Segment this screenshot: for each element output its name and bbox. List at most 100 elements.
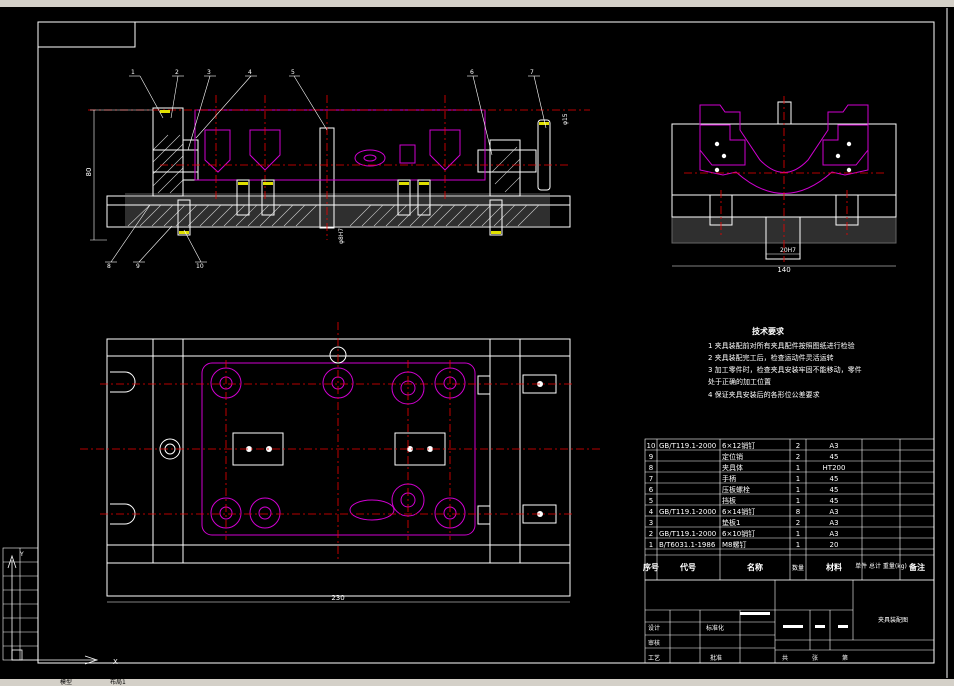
side-view	[671, 96, 897, 267]
bom-cell-qty: 2	[796, 453, 800, 461]
bom-cell-mat: 45	[830, 486, 839, 494]
bom-cell-code: GB/T119.1-2000	[659, 508, 716, 516]
ucs-y-label: Y	[19, 551, 24, 558]
notes-title: 技术要求	[752, 326, 785, 336]
plan-view	[80, 322, 600, 603]
bom-cell-no: 4	[649, 508, 654, 516]
tb-designer: 设计	[648, 624, 660, 632]
bom-cell-no: 7	[649, 475, 653, 483]
top-toolbar	[0, 0, 954, 7]
bom-cell-name: 定位销	[722, 452, 743, 461]
drawing-name: 夹具装配图	[878, 616, 908, 624]
bom-cell-name: 6×12销钉	[722, 441, 755, 450]
balloon-8: 8	[107, 263, 111, 270]
bom-cell-name: 手柄	[722, 474, 736, 483]
note-4: 4 保证夹具安装后的各形位公差要求	[708, 390, 820, 399]
status-bar: 模型 布局1	[0, 679, 954, 686]
bom-cell-mat: 45	[830, 475, 839, 483]
bom-cell-mat: A3	[829, 508, 838, 516]
tab-model[interactable]: 模型	[60, 679, 73, 686]
bom-cell-no: 2	[649, 530, 653, 538]
bom-cell-no: 5	[649, 497, 653, 505]
balloon-4: 4	[248, 69, 252, 76]
technical-notes: 技术要求 1 夹具装配前对所有夹具配件按照图纸进行检验 2 夹具装配完工后，检查…	[708, 326, 862, 399]
bom-head-name: 名称	[747, 562, 763, 572]
bom-cell-code: GB/T119.1-2000	[659, 530, 716, 538]
bom-cell-qty: 1	[796, 541, 800, 549]
balloon-leaders	[105, 75, 547, 263]
bom-cell-qty: 1	[796, 464, 800, 472]
tb-sheet: 共	[782, 654, 788, 662]
ucs-icon	[7, 554, 99, 665]
tol-side-view: 20H7	[780, 247, 796, 254]
bom-cell-no: 8	[649, 464, 653, 472]
bom-cell-mat: HT200	[823, 464, 846, 472]
bom-head-no: 序号	[643, 562, 659, 572]
bom-cell-qty: 1	[796, 486, 800, 494]
tol-bottom: φ8H7	[338, 228, 345, 244]
bom-head-weight: 单件 总计 重量(kg)	[855, 562, 907, 570]
bom-cell-qty: 1	[796, 475, 800, 483]
dim-plan-width: 230	[331, 594, 344, 602]
bom-cell-no: 3	[649, 519, 653, 527]
tol-top-right: φ15	[562, 113, 569, 125]
title-block	[644, 579, 935, 664]
bom-cell-name: 压板螺栓	[722, 485, 750, 494]
bom-cell-qty: 8	[796, 508, 800, 516]
bom-head-qty: 数量	[792, 564, 804, 572]
tb-page: 张	[812, 654, 818, 662]
bom-cell-name: 夹具体	[722, 463, 743, 472]
balloon-10: 10	[196, 263, 204, 270]
bom-table	[644, 438, 935, 581]
bom-header: 序号 代号 名称 数量 材料 单件 总计 重量(kg) 备注	[643, 562, 925, 572]
tab-layout1[interactable]: 布局1	[110, 679, 126, 686]
balloon-3: 3	[207, 69, 211, 76]
bom-cell-mat: 45	[830, 453, 839, 461]
tb-approve: 批准	[710, 654, 722, 662]
front-view	[88, 95, 590, 241]
balloon-2: 2	[175, 69, 179, 76]
bom-cell-mat: A3	[829, 530, 838, 538]
bom-cell-no: 9	[649, 453, 653, 461]
bom-cell-qty: 1	[796, 497, 800, 505]
tb-check: 审核	[648, 639, 660, 647]
bom-cell-name: 垫板1	[722, 518, 740, 527]
bom-cell-name: 6×14销钉	[722, 507, 755, 516]
bom-cell-no: 6	[649, 486, 654, 494]
bom-cell-mat: 20	[830, 541, 839, 549]
dim-side-width: 140	[777, 266, 790, 274]
bom-cell-qty: 2	[796, 442, 800, 450]
bom-head-remark: 备注	[908, 562, 925, 572]
tb-std: 标准化	[706, 624, 724, 632]
bom-cell-code: B/T6031.1-1986	[659, 541, 716, 549]
note-3b: 处于正确的加工位置	[708, 377, 771, 386]
note-1: 1 夹具装配前对所有夹具配件按照图纸进行检验	[708, 341, 855, 350]
ucs-x-label: X	[113, 658, 118, 666]
bom-cell-name: 挡板	[722, 496, 736, 505]
bom-cell-no: 10	[647, 442, 656, 450]
balloon-1: 1	[131, 69, 135, 76]
tb-process: 工艺	[648, 654, 660, 662]
tb-of: 第	[842, 654, 848, 662]
bom-cell-mat: A3	[829, 519, 838, 527]
bom-cell-no: 1	[649, 541, 653, 549]
bom-cell-mat: A3	[829, 442, 838, 450]
note-3: 3 加工零件时，检查夹具安装牢固不能移动，零件	[708, 365, 862, 374]
dim-front-height: 80	[85, 168, 93, 177]
bom-cell-name: 6×10销钉	[722, 529, 755, 538]
bom-cell-code: GB/T119.1-2000	[659, 442, 716, 450]
bom-cell-qty: 1	[796, 530, 800, 538]
drawing-border	[37, 21, 935, 664]
bom-head-code: 代号	[679, 562, 696, 572]
balloon-9: 9	[136, 263, 140, 270]
balloon-5: 5	[291, 69, 295, 76]
bom-cell-mat: 45	[830, 497, 839, 505]
revision-strip	[2, 547, 39, 661]
note-2: 2 夹具装配完工后，检查运动件灵活运转	[708, 353, 834, 362]
bom-cell-qty: 2	[796, 519, 800, 527]
bom-cell-name: M8螺钉	[722, 540, 747, 549]
balloon-7: 7	[530, 69, 534, 76]
bom-head-mat: 材料	[826, 562, 842, 572]
